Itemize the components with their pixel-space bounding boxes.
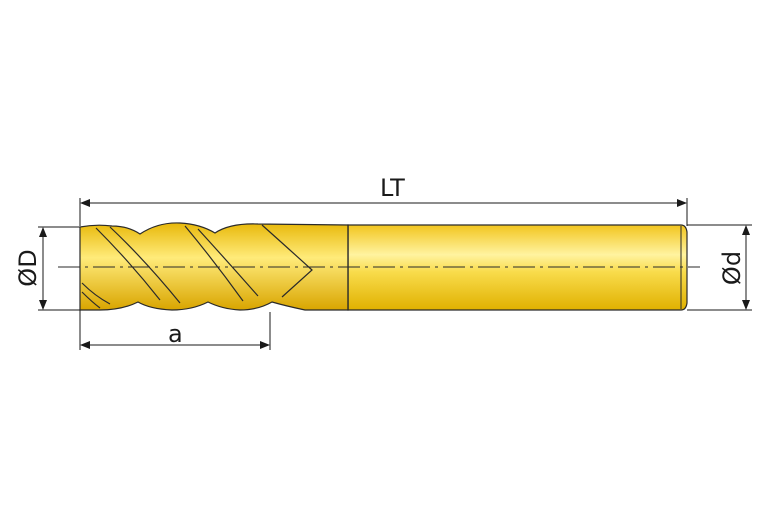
flute-line-5 [261,224,313,298]
label-shank-diameter: Ød [718,251,746,285]
flute-line-7 [81,291,101,309]
flute-line-4 [197,228,259,297]
tool-flute-section [79,222,349,311]
helical-flutes [81,224,313,309]
flute-line-3 [184,225,244,302]
flute-line-2 [109,226,181,304]
dimensions [38,198,752,350]
label-flute-length: a [168,320,183,348]
label-cutting-diameter: ØD [14,249,42,286]
flute-line-1 [95,227,161,301]
end-mill-tool [58,222,700,311]
label-overall-length: LT [380,174,405,202]
flute-line-6 [81,282,111,305]
